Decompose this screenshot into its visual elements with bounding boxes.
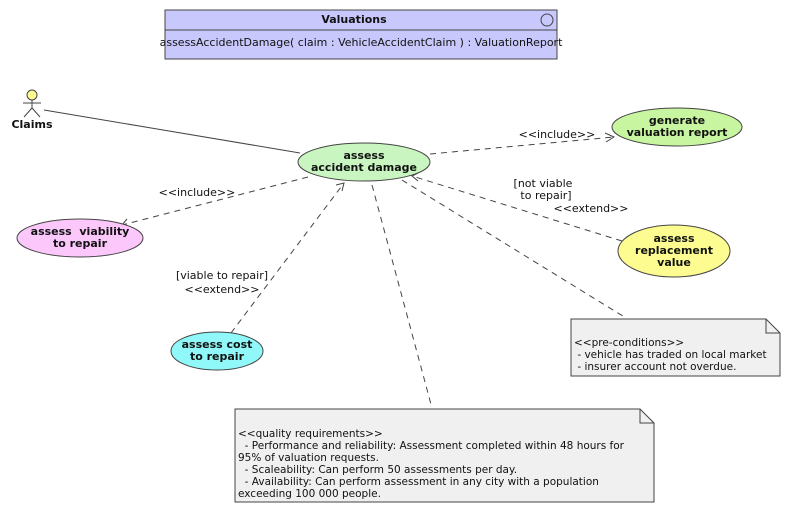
note-quality-line: - Scaleability: Can perform 50 assessmen…: [238, 464, 517, 476]
note-quality-line: - Performance and reliability: Assessmen…: [238, 440, 625, 452]
extend-replacement-cond1: [not viable: [514, 177, 573, 190]
svg-text:assess cost: assess cost: [182, 338, 253, 351]
usecase-assess-cost-to-repair[interactable]: assess cost to repair: [170, 331, 264, 371]
svg-text:assess: assess: [653, 232, 695, 245]
actor-claims[interactable]: Claims: [11, 89, 53, 131]
include-report-label: <<include>>: [519, 128, 596, 141]
usecase-generate-valuation-report[interactable]: generate valuation report: [611, 107, 743, 147]
extend-replacement-label: <<extend>>: [554, 202, 629, 215]
note-preconditions-line: - vehicle has traded on local market: [574, 349, 767, 361]
svg-text:assess viability: assess viability: [31, 225, 130, 238]
extend-replacement-line: [411, 175, 623, 242]
note-quality-anchor: [371, 184, 433, 409]
extend-cost-label: <<extend>>: [185, 283, 260, 296]
note-preconditions[interactable]: <<pre-conditions>> - vehicle has traded …: [570, 318, 781, 377]
usecase-assess-accident-damage[interactable]: assess accident damage: [297, 142, 431, 182]
extend-cost-cond: [viable to repair]: [176, 269, 268, 282]
note-preconditions-line: - insurer account not overdue.: [574, 361, 736, 373]
svg-text:to repair: to repair: [53, 237, 108, 250]
actor-name: Claims: [11, 118, 52, 131]
include-report-line: [429, 136, 615, 155]
note-quality-line: exceeding 100 000 people.: [238, 488, 381, 500]
note-quality-line: <<quality requirements>>: [238, 428, 383, 440]
valuations-interface[interactable]: Valuations assessAccidentDamage( claim :…: [160, 9, 563, 60]
extend-replacement-cond2: to repair]: [520, 189, 571, 202]
include-viability-label: <<include>>: [159, 186, 236, 199]
note-preconditions-anchor: [401, 179, 627, 319]
actor-head: [26, 89, 38, 101]
usecase-assess-replacement-value[interactable]: assess replacement value: [617, 224, 731, 278]
actor-association: [43, 109, 301, 154]
note-preconditions-line: <<pre-conditions>>: [574, 337, 684, 349]
svg-text:valuation report: valuation report: [627, 126, 728, 139]
extend-cost-line: [230, 182, 345, 334]
note-quality-line: - Availability: Can perform assessment i…: [238, 476, 599, 488]
arrowhead-cost: [335, 182, 345, 192]
usecase-assess-viability[interactable]: assess viability to repair: [16, 218, 144, 258]
svg-text:accident damage: accident damage: [311, 161, 417, 174]
svg-text:to repair: to repair: [190, 350, 245, 363]
arrowhead-report: [604, 132, 616, 143]
svg-text:assess: assess: [343, 149, 385, 162]
note-quality-requirements[interactable]: <<quality requirements>> - Performance a…: [234, 408, 655, 503]
include-viability-line: [121, 176, 309, 226]
interface-icon: [540, 13, 554, 27]
svg-text:value: value: [657, 256, 691, 269]
svg-text:replacement: replacement: [635, 244, 713, 257]
interface-name: Valuations: [321, 13, 387, 26]
interface-operation: assessAccidentDamage( claim : VehicleAcc…: [160, 36, 563, 49]
note-quality-line: 95% of valuation requests.: [238, 452, 379, 464]
svg-text:generate: generate: [649, 114, 705, 127]
